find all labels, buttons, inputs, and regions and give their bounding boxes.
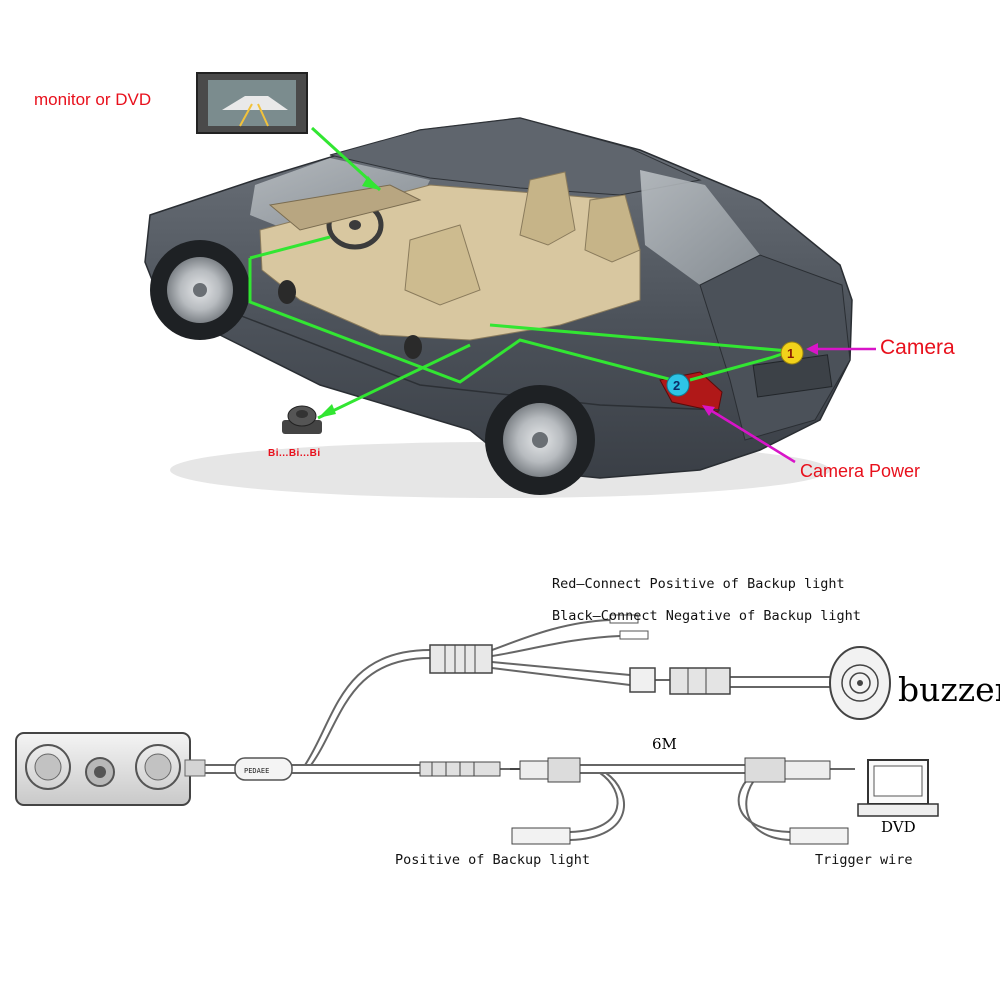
- badge-camera: 1: [780, 341, 804, 365]
- green-arrowheads: [318, 176, 380, 418]
- magenta-pointers: [702, 343, 876, 464]
- camera-label: Camera: [880, 336, 955, 359]
- svg-text:1: 1: [787, 346, 794, 361]
- rca-right-connector: [744, 757, 831, 783]
- positive-backup-label: Positive of Backup light: [395, 852, 591, 868]
- beep-label: Bi...Bi...Bi: [268, 448, 321, 459]
- trigger-wire-label: Trigger wire: [815, 852, 913, 868]
- buzzer-small-icon: [282, 405, 322, 434]
- monitor-thumbnail: [196, 72, 308, 134]
- buzzer-large-icon: [829, 646, 891, 720]
- rca-left-connector: [510, 757, 581, 783]
- badge-power: 2: [666, 373, 690, 397]
- camera-power-label: Camera Power: [800, 461, 921, 481]
- car-illustration: [144, 117, 853, 498]
- red-wire-label: Red—Connect Positive of Backup light: [552, 576, 845, 592]
- dvd-monitor-icon: [857, 759, 939, 817]
- buzzer-label: buzzer: [898, 670, 1000, 709]
- wiring-schematic: PEDAEE: [15, 614, 939, 845]
- camera-unit: [15, 732, 206, 806]
- svg-text:2: 2: [673, 378, 680, 393]
- monitor-label: monitor or DVD: [34, 90, 152, 109]
- cable-length-label: 6M: [652, 735, 677, 753]
- cable-segment-label: PEDAEE: [244, 767, 269, 775]
- black-wire-label: Black—Connect Negative of Backup light: [552, 608, 861, 624]
- dvd-label: DVD: [881, 818, 916, 836]
